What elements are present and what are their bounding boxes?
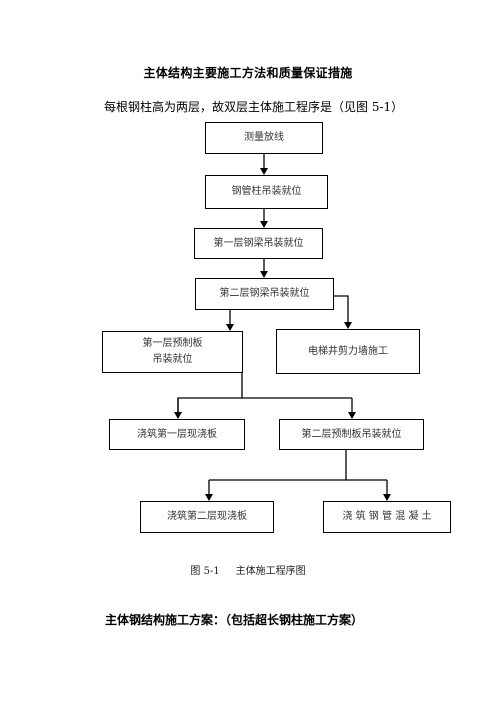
flow-step-survey-label: 测量放线 [244,132,284,143]
figure-caption: 图 5-1 主体施工程序图 [190,566,306,577]
flow-step-steel-column-label: 钢管柱吊装就位 [231,186,302,197]
flow-step-pour-floor1-label: 浇筑第一层现浇板 [137,428,217,440]
flow-step-elevator-shear-wall: 电梯井剪力墙施工 [276,329,420,374]
flow-step-elevator-shear-wall-label: 电梯井剪力墙施工 [308,345,388,357]
flow-step-precast-floor2: 第二层预制板吊装就位 [279,419,424,450]
split-after-precast2 [209,450,347,481]
document-title: 主体结构主要施工方法和质量保证措施 [143,66,353,80]
flow-step-pour-floor2-label: 浇筑第二层现浇板 [167,511,247,522]
intro-paragraph: 每根钢柱高为两层，故双层主体施工程序是（见图 5-1） [104,100,404,114]
flow-step-precast-floor1-line1: 第一层预制板 [142,338,203,349]
flow-step-steel-column: 钢管柱吊装就位 [205,175,328,209]
flow-step-pour-tube-concrete-label: 浇 筑 钢 管 混 凝 土 [342,511,432,522]
flow-step-survey: 测量放线 [205,122,323,154]
split-after-precast1 [177,373,243,414]
flow-step-beam-floor2-label: 第二层钢梁吊装就位 [219,288,310,299]
flow-step-precast-floor1: 第一层预制板 吊装就位 [102,331,243,373]
flow-step-beam-floor1-label: 第一层钢梁吊装就位 [213,237,304,249]
section-title: 主体钢结构施工方案：（包括超长钢柱施工方案） [105,613,364,627]
flow-step-precast-floor1-line2: 吊装就位 [152,354,193,365]
flow-step-precast-floor2-label: 第二层预制板吊装就位 [301,428,402,440]
flow-step-beam-floor1: 第一层钢梁吊装就位 [194,228,323,259]
flow-step-pour-floor1: 浇筑第一层现浇板 [109,419,245,450]
arrow-beam2-to-elevator [334,295,352,329]
flow-step-pour-floor2: 浇筑第二层现浇板 [140,501,274,533]
flow-step-pour-tube-concrete: 浇 筑 钢 管 混 凝 土 [323,501,451,533]
flow-step-beam-floor2: 第二层钢梁吊装就位 [195,278,334,310]
